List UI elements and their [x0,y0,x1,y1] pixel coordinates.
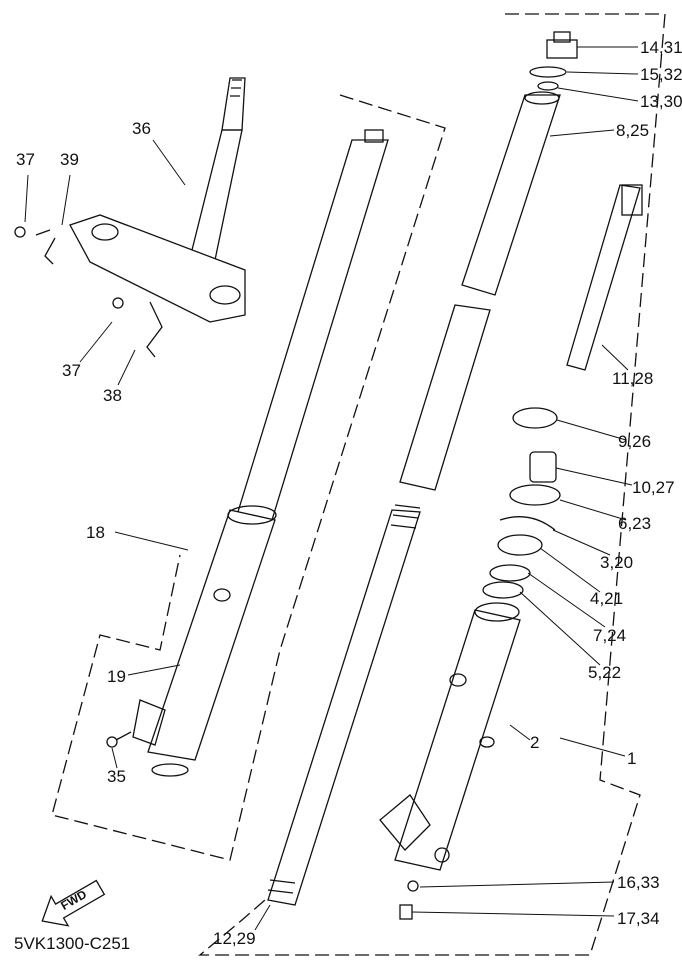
part-label-37-bottom: 37 [62,361,81,380]
part-label-15-32: 15,32 [640,65,682,84]
part-label-10-27: 10,27 [632,478,675,497]
fork-tube-8-25 [399,91,561,491]
leader-lines [24,46,639,931]
part-label-11-28: 11,28 [612,369,654,388]
rod-11-28 [566,184,643,371]
assembly-boundary-18 [51,94,446,861]
part-label-3-20: 3,20 [600,553,634,572]
part-label-9-26: 9,26 [618,432,652,451]
part-label-16-33: 16,33 [617,873,660,892]
outer-tube-2 [379,602,521,920]
part-label-18: 18 [86,523,105,542]
part-label-19: 19 [107,667,126,686]
part-label-14-31: 14,31 [640,38,682,57]
part-label-1: 1 [627,749,637,768]
part-label-13-30: 13,30 [640,92,682,111]
part-label-37-top: 37 [16,150,35,169]
part-label-39: 39 [60,150,79,169]
seals-and-bushings [482,407,561,599]
part-label-38: 38 [103,386,122,405]
part-label-12-29: 12,29 [213,929,256,948]
part-label-35: 35 [107,767,126,786]
cap-bolt-14-31 [529,31,578,91]
part-label-6-23: 6,23 [618,514,652,533]
diagram-code: 5VK1300-C251 [14,934,131,953]
damper-rod-12-29 [267,504,421,906]
part-label-2: 2 [530,733,540,752]
part-label-36: 36 [132,119,151,138]
inner-tube-18 [236,129,389,521]
part-label-17-34: 17,34 [617,909,660,928]
part-label-5-22: 5,22 [588,663,622,682]
part-label-7-24: 7,24 [593,626,627,645]
assembly-boundary-1 [198,13,666,956]
fwd-arrow-icon [41,879,106,927]
bolt-35 [106,731,132,748]
part-label-8-25: 8,25 [616,121,650,140]
steering-stem [14,77,246,358]
part-label-4-21: 4,21 [590,589,624,608]
outer-tube-19 [132,505,277,777]
